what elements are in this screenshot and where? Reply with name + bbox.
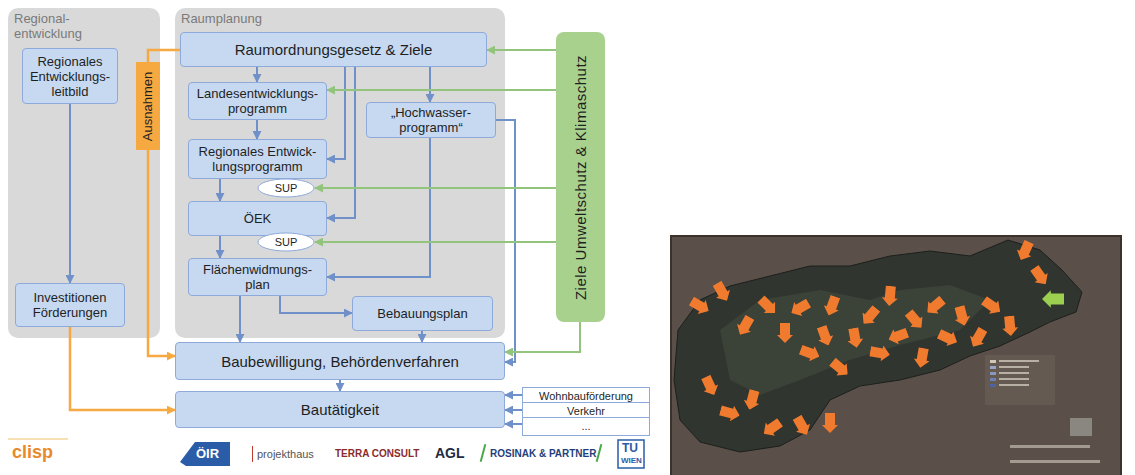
logo-label: ÖIR	[196, 446, 219, 461]
process-box: Flächenwidmungs- plan	[188, 258, 327, 296]
logo-text: WIEN	[621, 456, 642, 465]
process-box: ÖEK	[188, 201, 327, 236]
flow-arrow	[70, 327, 175, 410]
logo-text: ROSINAK & PARTNER	[490, 448, 596, 459]
flow-arrow	[505, 322, 580, 352]
node-text: „Hochwasser- programm“	[371, 105, 491, 135]
process-box: Regionales Entwick- lungsprogramm	[188, 139, 327, 179]
green-note	[1042, 290, 1064, 308]
node-text: Investitionen Förderungen	[20, 290, 120, 320]
logo-label: clisp	[12, 442, 53, 463]
flow-arrow	[505, 409, 522, 411]
node-text: Flächenwidmungs- plan	[193, 262, 322, 292]
node-text: ...	[581, 420, 590, 433]
node-text: SUP	[275, 182, 298, 195]
node-text: Bautätigkeit	[301, 402, 379, 417]
region-panel: Regional- entwicklungRegionales Entwickl…	[8, 8, 160, 338]
logo-text: TERRA CONSULT	[335, 448, 419, 459]
logo-label: AGL	[435, 445, 465, 461]
logo-text: ÖIR	[196, 446, 219, 461]
logo-label: WIEN	[621, 456, 642, 465]
process-box: Bebauungsplan	[352, 296, 493, 331]
logo-label: projekthaus	[257, 448, 314, 460]
logo-text: TU	[622, 441, 638, 455]
flow-arrow	[505, 394, 522, 396]
process-box: Raumordnungsgesetz & Ziele	[180, 32, 487, 67]
process-box: Baubewilligung, Behördenverfahren	[175, 342, 505, 380]
logo-text: projekthaus	[257, 448, 314, 460]
flow-arrow	[339, 380, 341, 391]
panel-heading: Raumplanung	[175, 8, 387, 29]
process-box: „Hochwasser- programm“	[366, 102, 496, 138]
flow-arrow	[505, 423, 522, 425]
sticky-notes	[687, 239, 1052, 441]
process-box: Landesentwicklungs- programm	[188, 82, 327, 120]
logo-shapes	[8, 438, 644, 468]
node-text: Regionales Entwick- lungsprogramm	[193, 144, 322, 174]
exception-bar: Ausnahmen	[136, 62, 160, 150]
panel-heading: Regional- entwicklung	[8, 8, 110, 44]
logo-text: AGL	[435, 445, 465, 461]
node-text: Baubewilligung, Behördenverfahren	[221, 354, 459, 369]
region-panel: RaumplanungRaumordnungsgesetz & ZieleLan…	[175, 8, 505, 338]
node-text: Regionales Entwicklungs- leitbild	[27, 54, 113, 99]
logo-label: TU	[622, 441, 638, 455]
logo-label: TERRA CONSULT	[335, 448, 419, 459]
node-text: Ziele Umweltschutz & Klimaschutz	[572, 54, 589, 299]
node-text: ÖEK	[244, 211, 271, 226]
sup-ellipse: SUP	[257, 178, 315, 198]
node-text: SUP	[275, 236, 298, 249]
logo-label: ROSINAK & PARTNER	[490, 448, 596, 459]
process-box: Bautätigkeit	[175, 391, 505, 428]
node-text: Raumordnungsgesetz & Ziele	[235, 42, 433, 57]
node-text: Bebauungsplan	[377, 306, 467, 321]
node-text: Landesentwicklungs- programm	[193, 86, 322, 116]
logo-text: clisp	[12, 442, 53, 462]
process-box: Investitionen Förderungen	[15, 283, 125, 327]
sup-ellipse: SUP	[257, 232, 315, 252]
process-box: Regionales Entwicklungs- leitbild	[22, 48, 118, 104]
goals-bar: Ziele Umweltschutz & Klimaschutz	[556, 32, 605, 322]
node-text: Ausnahmen	[141, 71, 156, 140]
input-box: ...	[522, 417, 650, 436]
